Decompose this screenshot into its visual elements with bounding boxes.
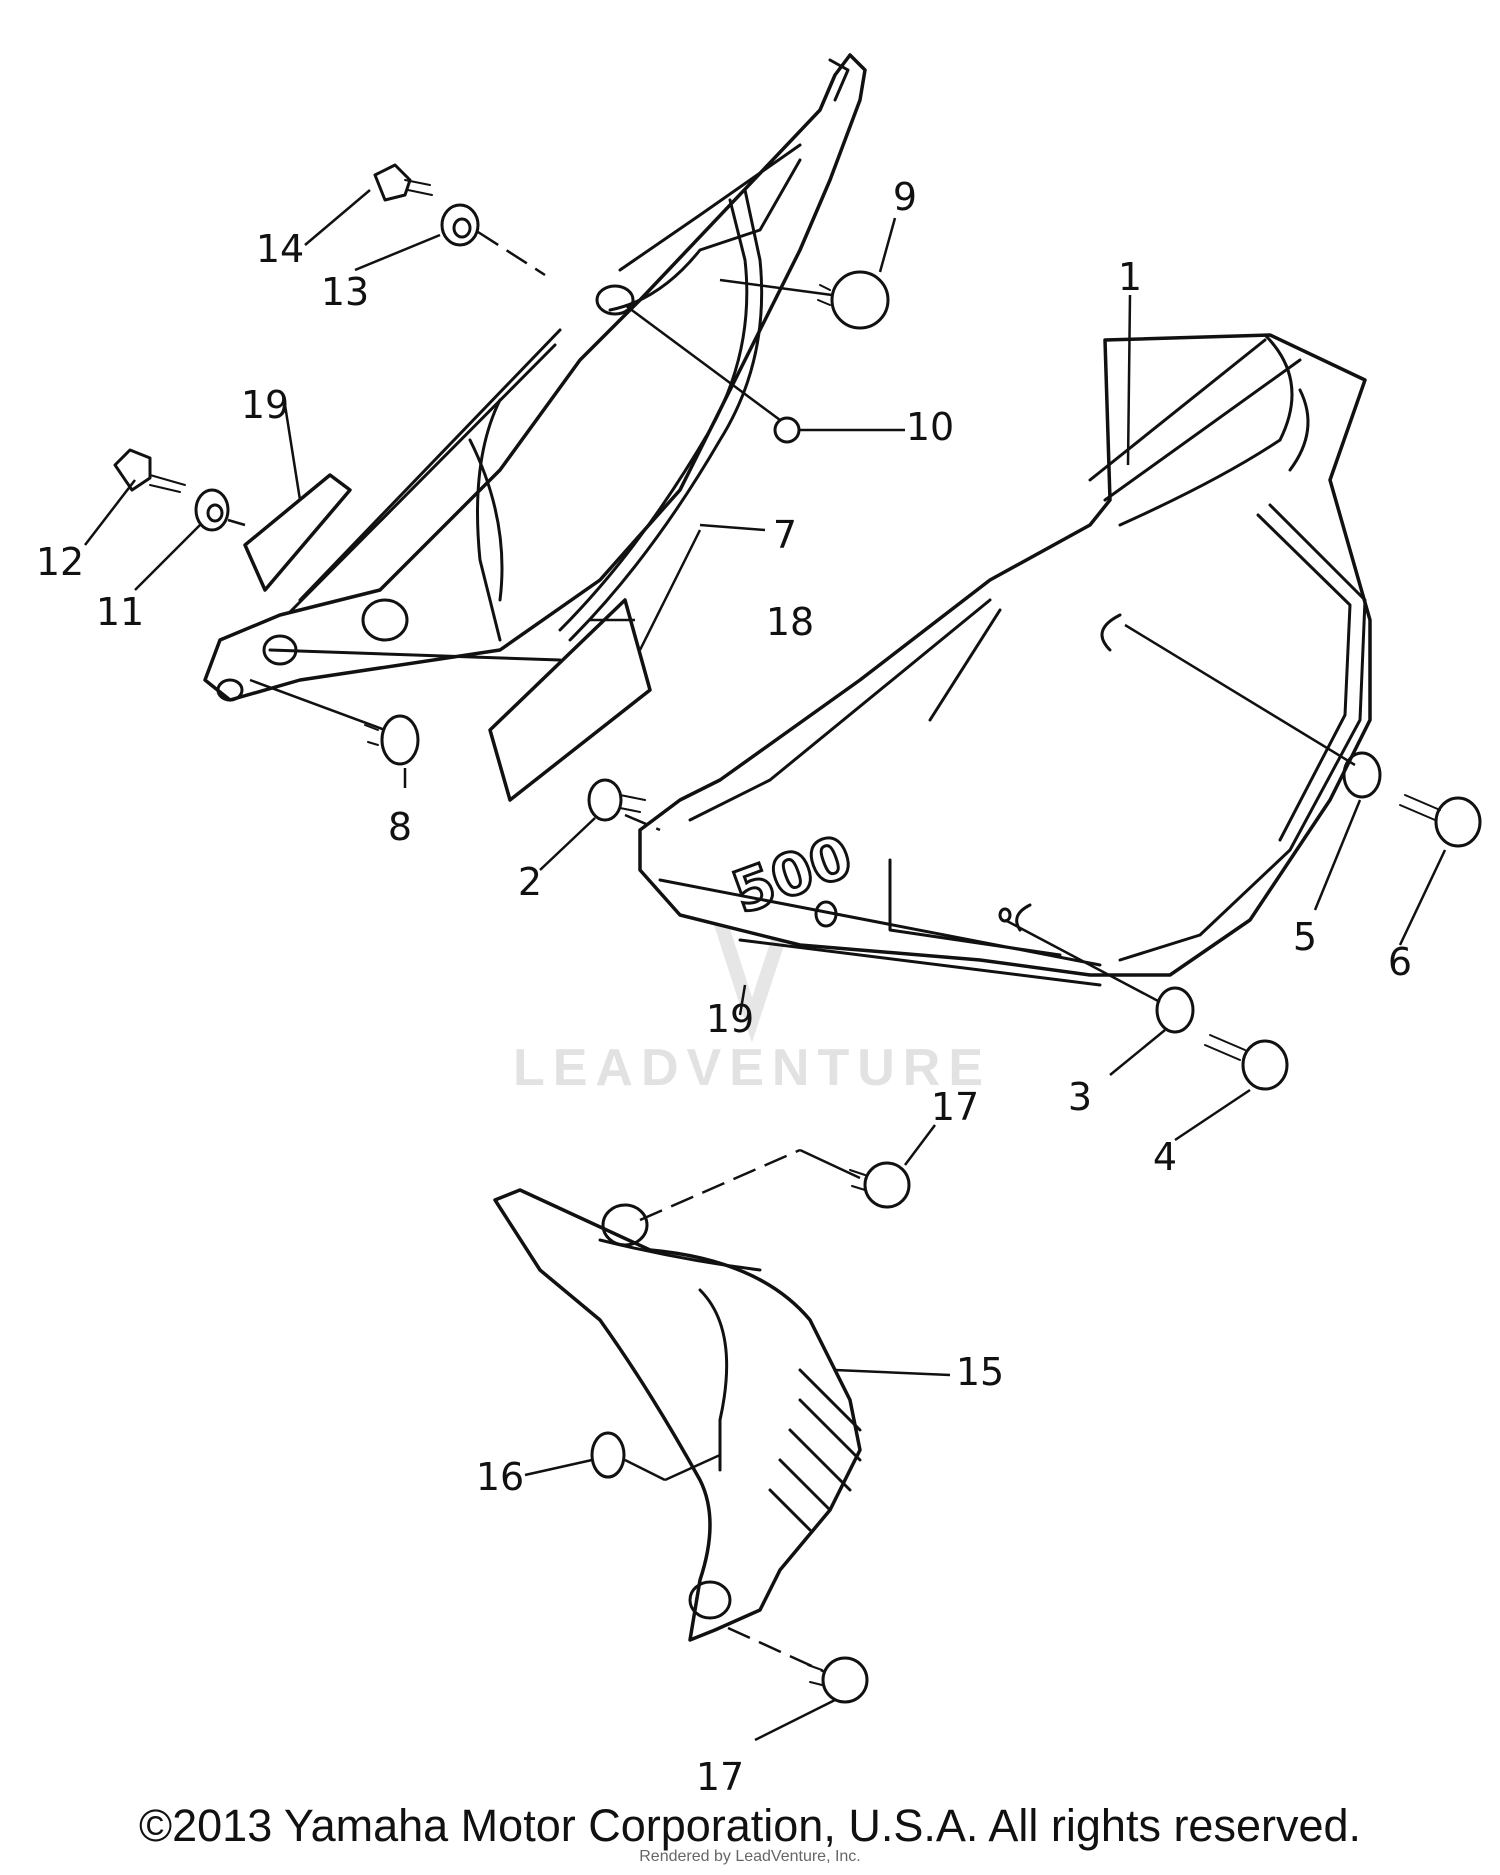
copyright-notice: ©2013 Yamaha Motor Corporation, U.S.A. A… xyxy=(138,1800,1362,1851)
callout-13: 13 xyxy=(321,270,369,314)
callout-14: 14 xyxy=(256,227,304,271)
callout-3: 3 xyxy=(1068,1075,1092,1119)
callout-17-upper: 17 xyxy=(931,1085,979,1129)
callout-9: 9 xyxy=(893,175,917,219)
callout-1: 1 xyxy=(1118,255,1142,299)
callout-8: 8 xyxy=(388,805,412,849)
callout-18: 18 xyxy=(766,600,814,644)
callout-19-upper: 19 xyxy=(241,383,289,427)
callout-15: 15 xyxy=(956,1350,1004,1394)
part-19-decal-left xyxy=(243,473,352,592)
part-1-right-side-cover: 500 xyxy=(638,333,1372,987)
callout-12: 12 xyxy=(36,540,84,584)
part-18-decal xyxy=(488,598,652,802)
callout-10: 10 xyxy=(906,405,954,449)
callout-4: 4 xyxy=(1153,1135,1177,1179)
leader-lines xyxy=(84,189,1447,1742)
callout-11: 11 xyxy=(96,590,144,634)
watermark-text: LEADVENTURE xyxy=(513,1039,991,1097)
callout-6: 6 xyxy=(1388,940,1412,984)
callout-19-lower: 19 xyxy=(706,997,754,1041)
callout-17-lower: 17 xyxy=(696,1755,744,1799)
callout-16: 16 xyxy=(476,1455,524,1499)
callout-2: 2 xyxy=(518,860,542,904)
callout-numbers: 1 2 3 4 5 6 7 8 9 10 11 12 13 14 15 16 1… xyxy=(36,175,1412,1799)
rendered-by-notice: Rendered by LeadVenture, Inc. xyxy=(639,1848,861,1865)
callout-5: 5 xyxy=(1293,915,1317,959)
callout-7: 7 xyxy=(773,513,797,557)
part-15-lower-cover xyxy=(493,1188,862,1642)
part-7-left-side-cover xyxy=(203,53,867,702)
fasteners xyxy=(113,163,1482,1704)
